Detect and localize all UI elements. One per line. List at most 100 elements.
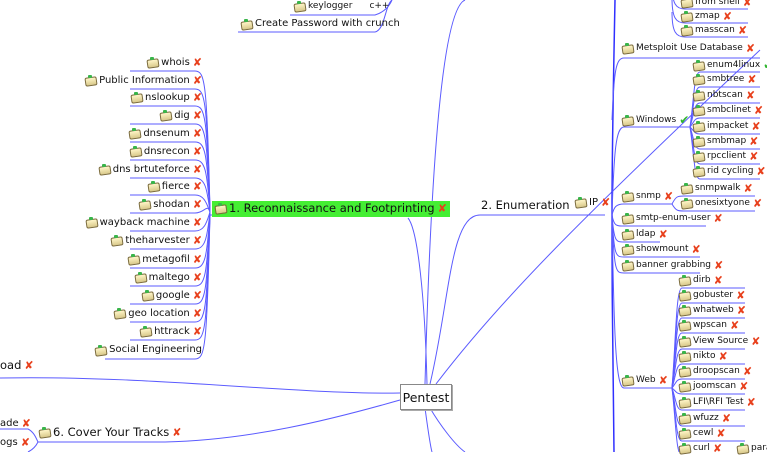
edge-win-smbclinet <box>689 117 760 128</box>
cross-icon: ✘ <box>21 417 31 430</box>
node-ip[interactable]: IP ✘ <box>575 197 610 208</box>
node-joomscan[interactable]: joomscan✘ <box>679 381 748 392</box>
cross-icon: ✘ <box>658 374 668 387</box>
node-cover-tracks[interactable]: 6. Cover Your Tracks ✘ <box>39 426 181 439</box>
note-icon <box>39 427 50 437</box>
node-ldap[interactable]: ldap✘ <box>622 229 668 240</box>
cross-icon: ✘ <box>691 243 701 256</box>
node-web[interactable]: Web✘ <box>622 375 668 386</box>
cross-icon: ✘ <box>745 42 755 55</box>
node-rid-cycling[interactable]: rid cycling✘ <box>693 166 766 177</box>
note-icon <box>693 105 704 115</box>
node-smtp-enum-user[interactable]: smtp-enum-user✘ <box>622 213 723 224</box>
cross-icon: ✘ <box>742 365 753 378</box>
node-smbclinet[interactable]: smbclinet✘ <box>693 105 763 116</box>
node-web-extra-fragment[interactable]: parar <box>737 443 767 453</box>
cross-icon: ✘ <box>20 436 30 449</box>
node-wayback-machine[interactable]: wayback machine✘ <box>86 217 202 228</box>
node-wfuzz[interactable]: wfuzz✘ <box>679 413 731 424</box>
node-cewl[interactable]: cewl✘ <box>679 428 726 439</box>
node-whatweb[interactable]: whatweb✘ <box>679 305 746 316</box>
node-google[interactable]: google✘ <box>142 290 202 301</box>
node-nslookup[interactable]: nslookup✘ <box>131 92 202 103</box>
cross-icon: ✘ <box>713 212 723 225</box>
node-snmpwalk[interactable]: snmpwalk✘ <box>681 183 753 194</box>
node-social-engineering[interactable]: Social Engineering <box>95 344 202 355</box>
node-rpcclient[interactable]: rpcclient✘ <box>693 151 758 162</box>
node-nbtscan[interactable]: nbtscan✘ <box>693 90 755 101</box>
node-droopscan[interactable]: droopscan✘ <box>679 366 752 377</box>
node-gobuster[interactable]: gobuster✘ <box>679 290 745 301</box>
node-curl[interactable]: curl✘ <box>679 443 722 454</box>
node-lfi-rfi-test[interactable]: LFI\RFI Test✘ <box>679 397 756 408</box>
note-icon <box>679 320 690 330</box>
note-icon <box>575 197 586 207</box>
node-nikto[interactable]: nikto✘ <box>679 351 728 362</box>
note-icon <box>294 1 305 11</box>
node-dnsenum[interactable]: dnsenum✘ <box>129 128 202 139</box>
node-cover-item-2[interactable]: ogs ✘ <box>0 436 30 449</box>
node-snmp[interactable]: snmp✘ <box>622 191 673 202</box>
node-banner-grabbing[interactable]: banner grabbing✘ <box>622 260 723 271</box>
node-public-information[interactable]: Public Information✘ <box>85 75 202 86</box>
note-icon <box>693 136 704 146</box>
node-view-source[interactable]: View Source✘ <box>679 336 760 347</box>
cross-icon: ✘ <box>192 145 202 158</box>
node-enumeration[interactable]: 2. Enumeration <box>481 198 570 212</box>
node-maltego[interactable]: maltego✘ <box>135 272 202 283</box>
node-cover-item-1[interactable]: ade ✘ <box>0 417 31 430</box>
edge-metasploit <box>611 57 760 121</box>
node-impacket[interactable]: impacket✘ <box>693 121 761 132</box>
edge-recon-dnsrecon <box>130 159 211 213</box>
node-geo-location[interactable]: geo location✘ <box>114 308 202 319</box>
note-icon <box>622 375 633 385</box>
note-icon <box>693 121 704 131</box>
node-dig[interactable]: dig✘ <box>160 110 202 121</box>
cross-icon: ✘ <box>192 56 202 69</box>
note-icon <box>140 326 151 336</box>
edge-windows <box>611 126 690 216</box>
node-create-password-crunch[interactable]: Create Password with crunch <box>241 18 400 29</box>
cross-icon: ✘ <box>663 190 674 203</box>
node-shodan[interactable]: shodan✘ <box>139 199 202 210</box>
cross-icon: ✘ <box>192 198 202 211</box>
note-icon <box>147 57 158 67</box>
edge-recon-dns-brtuteforce <box>130 177 211 213</box>
node-zmap[interactable]: zmap✘ <box>681 11 732 22</box>
node-dnsrecon[interactable]: dnsrecon✘ <box>130 146 202 157</box>
edge-from-shell <box>673 0 748 10</box>
node-smbmap[interactable]: smbmap✘ <box>693 136 758 147</box>
cross-icon: ✘ <box>749 135 759 148</box>
node-smbtree[interactable]: smbtree✘ <box>693 74 757 85</box>
node-metagofil[interactable]: metagofil✘ <box>128 254 202 265</box>
node-dirb[interactable]: dirb✘ <box>679 275 723 286</box>
node-upload-fragment[interactable]: oad ✘ <box>0 358 34 373</box>
node-showmount[interactable]: showmount✘ <box>622 244 701 255</box>
node-onesixtyone[interactable]: onesixtyone✘ <box>681 198 762 209</box>
note-icon <box>95 344 106 355</box>
root-node-pentest[interactable]: Pentest <box>400 384 452 410</box>
node-dns-brtuteforce[interactable]: dns brtuteforce✘ <box>99 164 202 175</box>
node-reconnaissance[interactable]: 1. Reconnaissance and Footprinting ✘ <box>212 201 450 217</box>
note-icon <box>142 290 153 300</box>
node-masscan[interactable]: masscan✘ <box>681 25 747 36</box>
cross-icon: ✘ <box>192 163 202 176</box>
node-whois[interactable]: whois✘ <box>147 57 202 68</box>
note-icon <box>693 166 704 176</box>
node-wpscan[interactable]: wpscan✘ <box>679 320 739 331</box>
node-windows[interactable]: Windows✔ <box>622 114 689 126</box>
note-icon <box>215 203 226 213</box>
node-theharvester[interactable]: theharvester✘ <box>111 235 202 246</box>
node-from-shell[interactable]: from shell✘ <box>681 0 752 8</box>
cross-icon: ✘ <box>751 120 761 133</box>
node-metsploit-use-database[interactable]: Metsploit Use Database✘ <box>622 43 755 54</box>
note-icon <box>622 213 633 223</box>
note-icon <box>148 181 159 191</box>
node-keylogger[interactable]: keylogger c++ <box>294 1 389 11</box>
node-enum4linux[interactable]: enum4linux✔ <box>693 59 767 71</box>
note-icon <box>679 351 690 361</box>
node-httrack[interactable]: httrack✘ <box>140 326 202 337</box>
node-fierce[interactable]: fierce✘ <box>148 181 202 192</box>
cross-icon: ✘ <box>192 109 202 122</box>
note-icon <box>135 272 146 282</box>
